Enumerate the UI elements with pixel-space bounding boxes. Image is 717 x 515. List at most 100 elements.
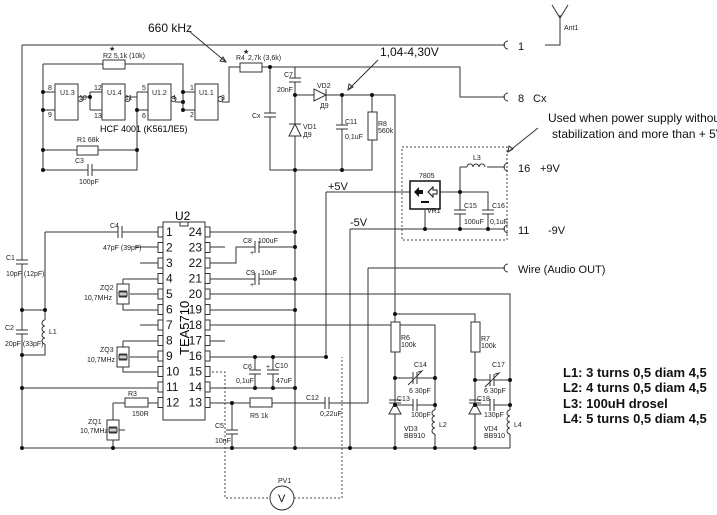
wires — [21, 4, 569, 449]
trimmer-arrow-icon — [407, 370, 424, 386]
capacitor — [289, 77, 301, 83]
resistor — [390, 321, 401, 353]
capacitor — [489, 399, 495, 411]
c10-value: 47uF — [276, 378, 292, 385]
c5-label: C5 — [215, 423, 224, 430]
junction-dot — [41, 148, 45, 152]
u14-label: U1.4 — [107, 90, 122, 97]
ic-pin-number-left: 8 — [166, 334, 173, 348]
coil-gap — [467, 165, 487, 169]
junction-dot — [41, 108, 45, 112]
vd1-label: VD1 — [303, 124, 317, 131]
r1-label: R1 68k — [77, 137, 100, 144]
junction-dot — [293, 93, 297, 97]
diode-vd1-icon — [288, 122, 302, 137]
c2-value: 20pF (33pF) — [5, 341, 44, 348]
vr1-value: 7805 — [419, 173, 435, 180]
c11-value: 0,1uF — [345, 134, 363, 141]
ic-pin — [157, 397, 164, 408]
ic-notch — [179, 221, 189, 227]
junction-dot — [271, 355, 275, 359]
u2-chip-label: TEA5710 — [177, 301, 192, 355]
ic-pin — [204, 288, 211, 300]
plus5v-label: +5V — [328, 181, 349, 193]
ic-pin — [157, 226, 164, 238]
ic-pin — [204, 273, 211, 284]
r3-label: R3 — [128, 391, 137, 398]
audio-out-label: Wire (Audio OUT) — [518, 264, 605, 276]
junction-dot — [268, 65, 272, 69]
junction-dot — [473, 403, 477, 407]
c11-label: C11 — [345, 119, 357, 126]
cap-gap — [255, 278, 259, 280]
ic-pin-number-left: 11 — [166, 380, 179, 394]
cap-gap — [325, 402, 329, 404]
r7-label: R7 — [481, 336, 490, 343]
junction-dot — [253, 355, 257, 359]
junction-dot — [508, 403, 512, 407]
c17-value: 6 30pF — [484, 388, 506, 395]
connector-11-name: -9V — [548, 225, 566, 237]
junction-dot — [348, 446, 352, 450]
ic-pin — [157, 350, 164, 362]
ic-pin — [204, 304, 211, 315]
junction-dot — [473, 446, 477, 450]
u13-label: U1.3 — [60, 90, 75, 97]
c8-label: C8 — [243, 238, 252, 245]
connector-terminal — [503, 224, 509, 234]
connector-16-label: 16 — [518, 163, 530, 175]
arrow-left-outline-icon — [427, 185, 438, 199]
capacitor — [336, 124, 348, 130]
crystal-plates — [119, 290, 127, 298]
ic-pin — [157, 273, 164, 284]
cap-gap — [272, 370, 274, 374]
junction-dot — [293, 446, 297, 450]
pin-label: 2 — [190, 112, 194, 119]
junction-dot — [41, 168, 45, 172]
pv1-label: PV1 — [278, 478, 291, 485]
c1-label: C1 — [6, 255, 15, 262]
vd2-value: Д9 — [320, 103, 329, 110]
coil-gap — [434, 410, 438, 434]
inverter-bubble-icon — [217, 96, 224, 102]
regulator-7805 — [409, 180, 441, 210]
c8-value: 100uF — [258, 238, 278, 245]
junction-dot — [88, 95, 92, 99]
pin-label: 12 — [94, 85, 102, 92]
capacitor — [16, 259, 28, 265]
c17-label: C17 — [492, 362, 505, 369]
ic-pin-number-left: 6 — [166, 303, 173, 317]
coil-gap — [509, 410, 513, 434]
c9-value: 10uF — [261, 270, 277, 277]
voltmeter-pv1 — [269, 485, 295, 511]
c10-label: C10 — [275, 363, 288, 370]
ic-pin-number-left: 5 — [166, 287, 173, 301]
ic-pin — [157, 366, 164, 377]
arrow-left-filled-icon — [414, 187, 423, 197]
voltage-annotation: 1,04-4,30V — [380, 45, 439, 59]
inductor — [431, 409, 436, 435]
inductor — [41, 319, 46, 345]
c8-plus: + — [250, 250, 254, 257]
ic-pin — [204, 226, 211, 238]
capacitor — [324, 397, 330, 409]
ic-pin-number-left: 4 — [166, 272, 173, 286]
junction-dot — [293, 308, 297, 312]
u11-label: U1.1 — [199, 90, 214, 97]
ic-pin — [157, 304, 164, 315]
l3-label: L3 — [473, 155, 481, 162]
ic-pin-number-left: 2 — [166, 241, 173, 255]
junction-dot — [393, 446, 397, 450]
junction-dot — [43, 308, 47, 312]
coil-note-l1: L1: 3 turns 0,5 diam 4,5 — [563, 365, 707, 380]
c6-label: C6 — [243, 364, 252, 371]
junction-dot — [20, 386, 24, 390]
c13-label: C13 — [397, 396, 410, 403]
regulator-note-1: Used when power supply without — [548, 111, 717, 125]
c7-label: C7 — [284, 72, 293, 79]
ic-u2-body — [162, 221, 206, 421]
ic-pin-number-right: 18 — [189, 318, 203, 332]
junction-dot — [340, 93, 344, 97]
vd3-label: VD3 — [404, 426, 418, 433]
c1-value: 10pF (12pF) — [6, 271, 45, 278]
